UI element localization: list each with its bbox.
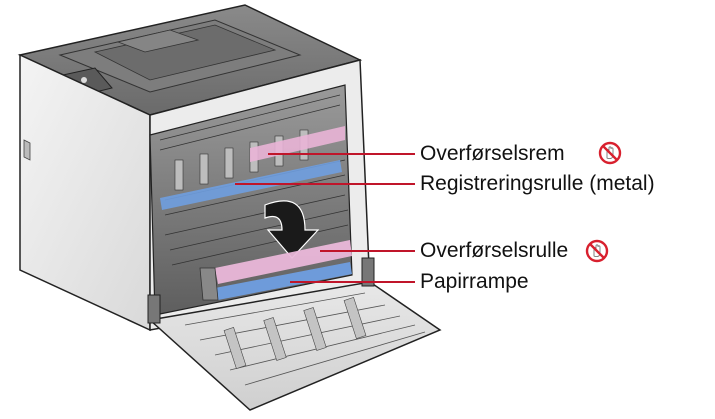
no-touch-hand-icon (585, 239, 609, 263)
callout-registration-roller: Registreringsrulle (metal) (420, 172, 655, 196)
no-touch-hand-icon (598, 141, 622, 165)
callout-paper-ramp: Papirrampe (420, 270, 529, 294)
callout-transfer-belt: Overførselsrem (420, 142, 565, 166)
callout-transfer-roller: Overførselsrulle (420, 239, 568, 263)
